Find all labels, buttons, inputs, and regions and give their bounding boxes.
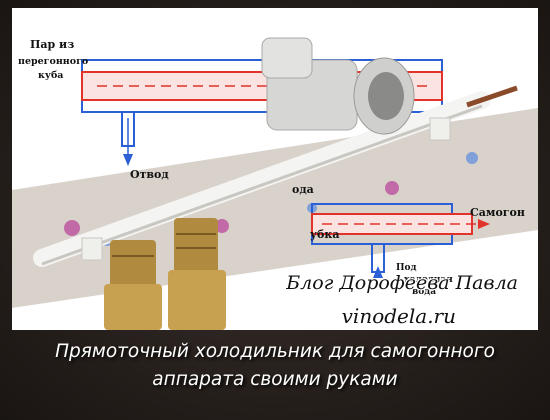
pp-tee-fitting [261,37,415,135]
diagram-bottom [311,203,490,278]
brass-nut-right [168,270,226,330]
label-drain: Отвод [130,168,169,181]
label-inlet-3: вода [412,287,436,297]
caption-line-1: Прямоточный холодильник для самогонного [55,341,495,362]
label-water-suffix: ода [292,183,314,196]
label-tube-suffix: убка [310,228,339,241]
label-steam: Пар из [30,38,74,51]
collage-illustration: Пар из перегонного куба Отвод ода убка С… [12,37,538,330]
output-arrow-head [478,219,490,229]
brass-nipple-left [110,240,156,288]
drain-arrow-head [123,154,133,166]
inner-copper-tube [466,85,518,108]
label-output: Самогон [470,206,525,219]
label-inlet-1: Под [396,263,417,273]
condenser-pipe-shade [41,104,483,266]
image-caption: Прямоточный холодильник для самогонного … [0,338,550,418]
label-source-1: перегонного [18,56,88,67]
tee-top-socket [261,37,313,79]
flower-6 [466,152,478,164]
flower-3 [215,219,229,233]
photo-collage: Пар из перегонного куба Отвод ода убка С… [12,8,538,330]
brass-nipple-right [174,218,218,274]
side-fitting-left [81,237,103,261]
brass-fittings [104,218,226,330]
caption-line-2: аппарата своими руками [152,369,398,390]
side-fitting-right [429,117,451,141]
watermark-blog: Блог Дорофеева Павла [286,272,518,294]
flower-1 [64,220,80,236]
brass-nut-left [104,284,162,330]
flower-4 [385,181,399,195]
tee-thread-hole [368,72,404,120]
inlet-arrow-head [373,266,383,278]
label-inlet-2: холодная [404,275,453,285]
label-source-2: куба [38,70,63,81]
condenser-pipe [33,91,491,267]
watermark-site: vinodela.ru [341,304,456,328]
